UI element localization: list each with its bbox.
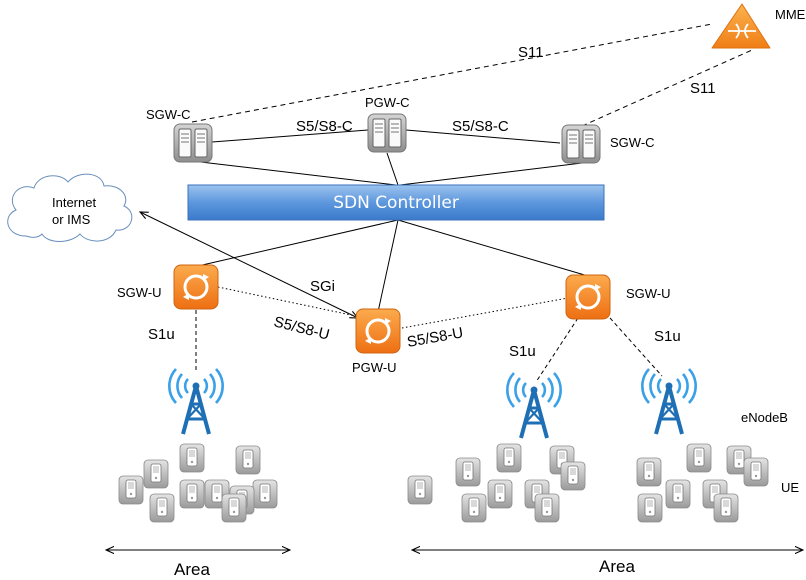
mobile-phone-icon — [637, 493, 663, 523]
sdn-controller: SDN Controller — [187, 184, 605, 221]
router-cycle-icon — [172, 263, 220, 311]
link-pgwc-controller — [386, 152, 399, 186]
interface-label-s5s8c-left: S5/S8-C — [296, 118, 353, 135]
link-s11-left — [191, 23, 713, 123]
link-sgi — [140, 212, 358, 318]
pgw-u-node: PGW-U — [352, 307, 402, 375]
sgw-u-left-label: SGW-U — [117, 285, 162, 300]
sgw-c-left-node: SGW-C — [146, 107, 213, 163]
interface-label-s1u-mid: S1u — [509, 343, 536, 360]
link-s5s8c-right — [405, 129, 561, 144]
link-s5s8u-left — [217, 286, 357, 317]
ue-group-right — [636, 443, 769, 523]
link-s5s8c-left — [211, 129, 369, 143]
mobile-phone-icon — [235, 445, 261, 475]
server-rack-icon — [173, 123, 213, 163]
mobile-phone-icon — [487, 479, 513, 509]
mme-node: MME — [711, 3, 806, 49]
server-rack-icon — [561, 124, 601, 164]
cloud-label-line1: Internet — [52, 195, 96, 210]
interface-label-s11-left: S11 — [518, 44, 544, 61]
cloud-label-line2: or IMS — [52, 212, 91, 227]
sgw-c-left-label: SGW-C — [146, 107, 191, 122]
mobile-phone-icon — [149, 493, 175, 523]
mobile-phone-icon — [496, 443, 522, 473]
ue-label: UE — [781, 480, 799, 495]
internet-cloud: Internet or IMS — [7, 173, 133, 242]
ue-group-middle — [407, 443, 586, 523]
mobile-phone-icon — [461, 493, 487, 523]
cell-tower-icon — [167, 367, 225, 436]
mme-label: MME — [775, 7, 806, 22]
pgw-c-node: PGW-C — [365, 95, 410, 153]
server-rack-icon — [367, 113, 407, 153]
link-controller-sgwu-left — [197, 219, 399, 267]
cell-tower-icon — [505, 371, 563, 440]
mobile-phone-icon — [665, 479, 691, 509]
interface-label-s1u-right: S1u — [654, 328, 681, 345]
router-cycle-icon — [354, 307, 402, 355]
mobile-phone-icon — [636, 457, 662, 487]
mobile-phone-icon — [407, 475, 433, 505]
sgw-u-left-node: SGW-U — [117, 263, 220, 311]
pgw-u-label: PGW-U — [352, 360, 397, 375]
sgw-c-right-node: SGW-C — [561, 124, 655, 164]
sgw-u-right-label: SGW-U — [626, 286, 671, 301]
mobile-phone-icon — [221, 493, 247, 523]
mme-cross-symbol — [728, 23, 756, 39]
mobile-phone-icon — [179, 443, 205, 473]
link-sgwc-left-controller — [191, 160, 397, 186]
interface-label-sgi: SGi — [310, 278, 335, 295]
mobile-phone-icon — [560, 461, 586, 491]
interface-label-s5s8c-right: S5/S8-C — [452, 118, 509, 135]
sdn-controller-label: SDN Controller — [333, 193, 459, 213]
sgw-u-right-node: SGW-U — [564, 273, 671, 321]
cell-tower-icon — [640, 367, 698, 436]
enodeb-label: eNodeB — [741, 410, 788, 425]
mobile-phone-icon — [534, 493, 560, 523]
link-s11-right — [581, 49, 753, 127]
link-s1u-mid — [535, 317, 579, 383]
interface-label-s1u-left: S1u — [148, 326, 175, 343]
mobile-phone-icon — [713, 493, 739, 523]
mobile-phone-icon — [455, 457, 481, 487]
router-cycle-icon — [564, 273, 612, 321]
mobile-phone-icon — [252, 479, 278, 509]
mme-triangle-icon — [711, 3, 771, 49]
link-controller-pgwu — [377, 219, 399, 313]
link-controller-sgwu-right — [397, 219, 589, 277]
mobile-phone-icon — [743, 457, 769, 487]
pgw-c-label: PGW-C — [365, 95, 410, 110]
mobile-phone-icon — [118, 475, 144, 505]
interface-label-s5s8u-right: S5/S8-U — [406, 324, 465, 351]
interface-label-s5s8u-left: S5/S8-U — [272, 313, 331, 343]
interface-label-s11-right: S11 — [690, 80, 716, 97]
link-s5s8u-right — [401, 297, 569, 329]
link-s1u-right — [609, 317, 663, 377]
mobile-phone-icon — [179, 479, 205, 509]
area-label-right: Area — [599, 557, 635, 576]
sgw-c-right-label: SGW-C — [610, 135, 655, 150]
cloud-icon — [7, 173, 133, 242]
mobile-phone-icon — [143, 459, 169, 489]
mobile-phone-icon — [686, 443, 712, 473]
ue-group-left — [118, 443, 278, 523]
link-sgwc-right-controller — [399, 162, 583, 186]
area-label-left: Area — [174, 560, 210, 579]
